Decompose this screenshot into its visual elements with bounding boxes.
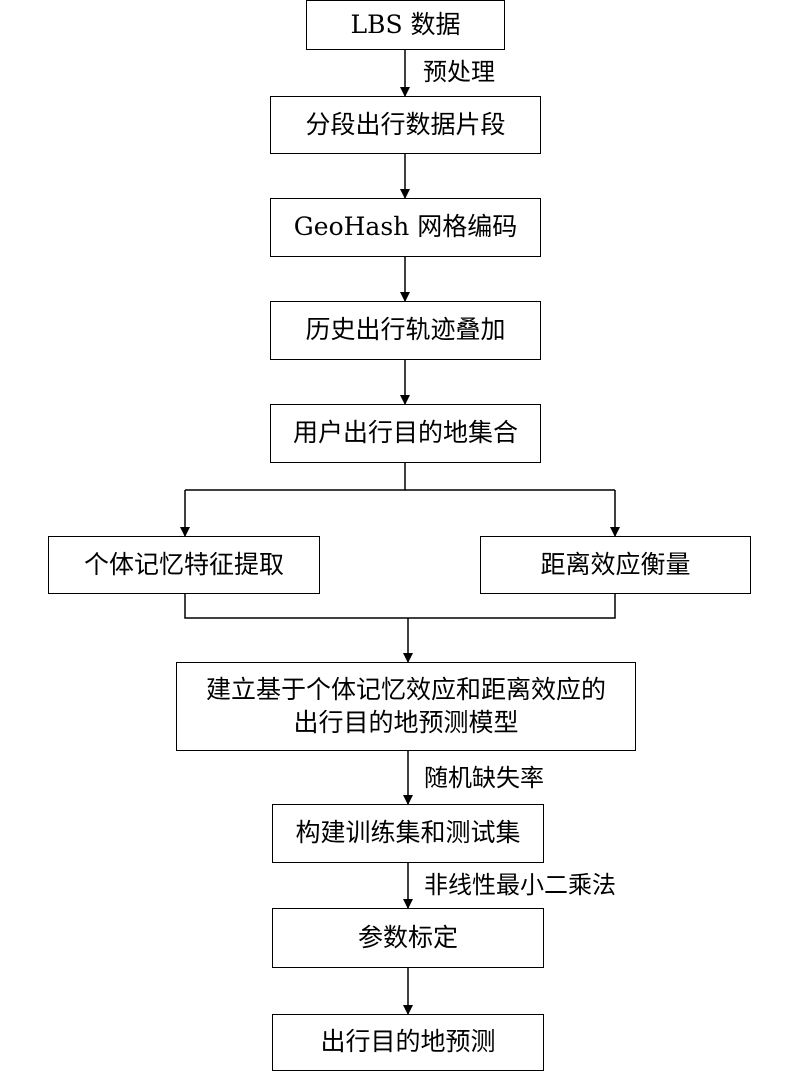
node-geohash: GeoHash 网格编码 [270,198,541,257]
node-memory-feature: 个体记忆特征提取 [48,536,320,594]
edge-label-random-missing: 随机缺失率 [424,764,544,792]
node-destination-prediction-label: 出行目的地预测 [320,1027,496,1057]
node-prediction-model-line1: 建立基于个体记忆效应和距离效应的 [205,675,606,704]
node-train-test-split: 构建训练集和测试集 [272,804,544,863]
node-segment-label: 分段出行数据片段 [305,109,506,139]
node-train-test-split-label: 构建训练集和测试集 [295,818,521,848]
node-lbs-data: LBS 数据 [306,0,505,50]
node-lbs-data-label: LBS 数据 [350,9,461,39]
node-destination-set-label: 用户出行目的地集合 [292,418,518,448]
node-segment: 分段出行数据片段 [270,96,541,154]
node-parameter-calibration-label: 参数标定 [357,922,458,952]
node-destination-prediction: 出行目的地预测 [272,1014,544,1071]
merge-connector [184,594,616,619]
edge-label-nonlinear-least-squares: 非线性最小二乘法 [424,871,616,899]
node-destination-set: 用户出行目的地集合 [270,404,541,463]
edge-label-preprocess: 预处理 [423,58,495,86]
split-connector [185,463,406,491]
node-prediction-model: 建立基于个体记忆效应和距离效应的 出行目的地预测模型 [176,662,636,751]
node-geohash-label: GeoHash 网格编码 [293,212,518,242]
node-overlay: 历史出行轨迹叠加 [270,301,541,360]
node-overlay-label: 历史出行轨迹叠加 [305,315,506,345]
node-parameter-calibration: 参数标定 [272,908,544,968]
node-distance-effect-label: 距离效应衡量 [540,549,691,579]
node-memory-feature-label: 个体记忆特征提取 [83,549,284,579]
node-prediction-model-line2: 出行目的地预测模型 [293,707,519,737]
node-distance-effect: 距离效应衡量 [480,536,751,594]
